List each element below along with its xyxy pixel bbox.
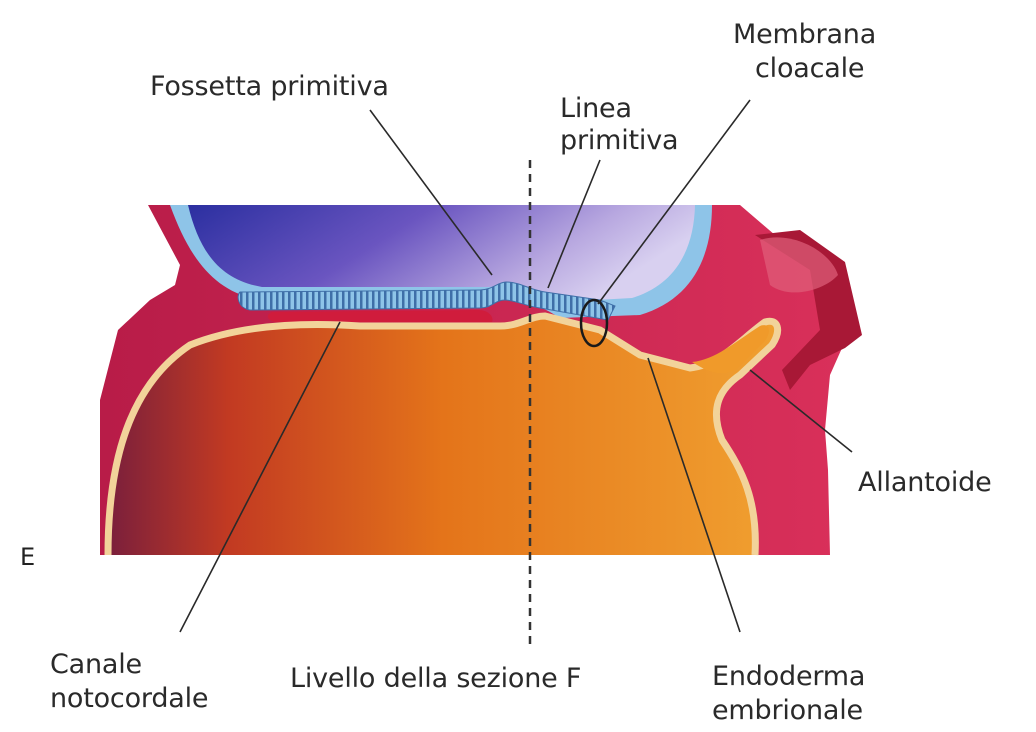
label-endoderma-embrionale-1: Endoderma	[712, 660, 865, 693]
label-allantoide: Allantoide	[858, 466, 992, 499]
label-endoderma-embrionale-2: embrionale	[712, 694, 863, 727]
label-canale-notocordale-2: notocordale	[50, 682, 208, 715]
label-membrana-cloacale-2: cloacale	[755, 52, 864, 85]
label-linea-primitiva-2: primitiva	[560, 124, 678, 157]
notochordal-canal-structure	[268, 310, 493, 322]
label-membrana-cloacale-1: Membrana	[733, 18, 876, 51]
label-linea-primitiva-1: Linea	[560, 92, 632, 125]
label-canale-notocordale-1: Canale	[50, 648, 142, 681]
panel-letter: E	[20, 543, 35, 571]
label-livello-sezione: Livello della sezione F	[290, 662, 581, 695]
label-fossetta-primitiva: Fossetta primitiva	[150, 70, 389, 103]
